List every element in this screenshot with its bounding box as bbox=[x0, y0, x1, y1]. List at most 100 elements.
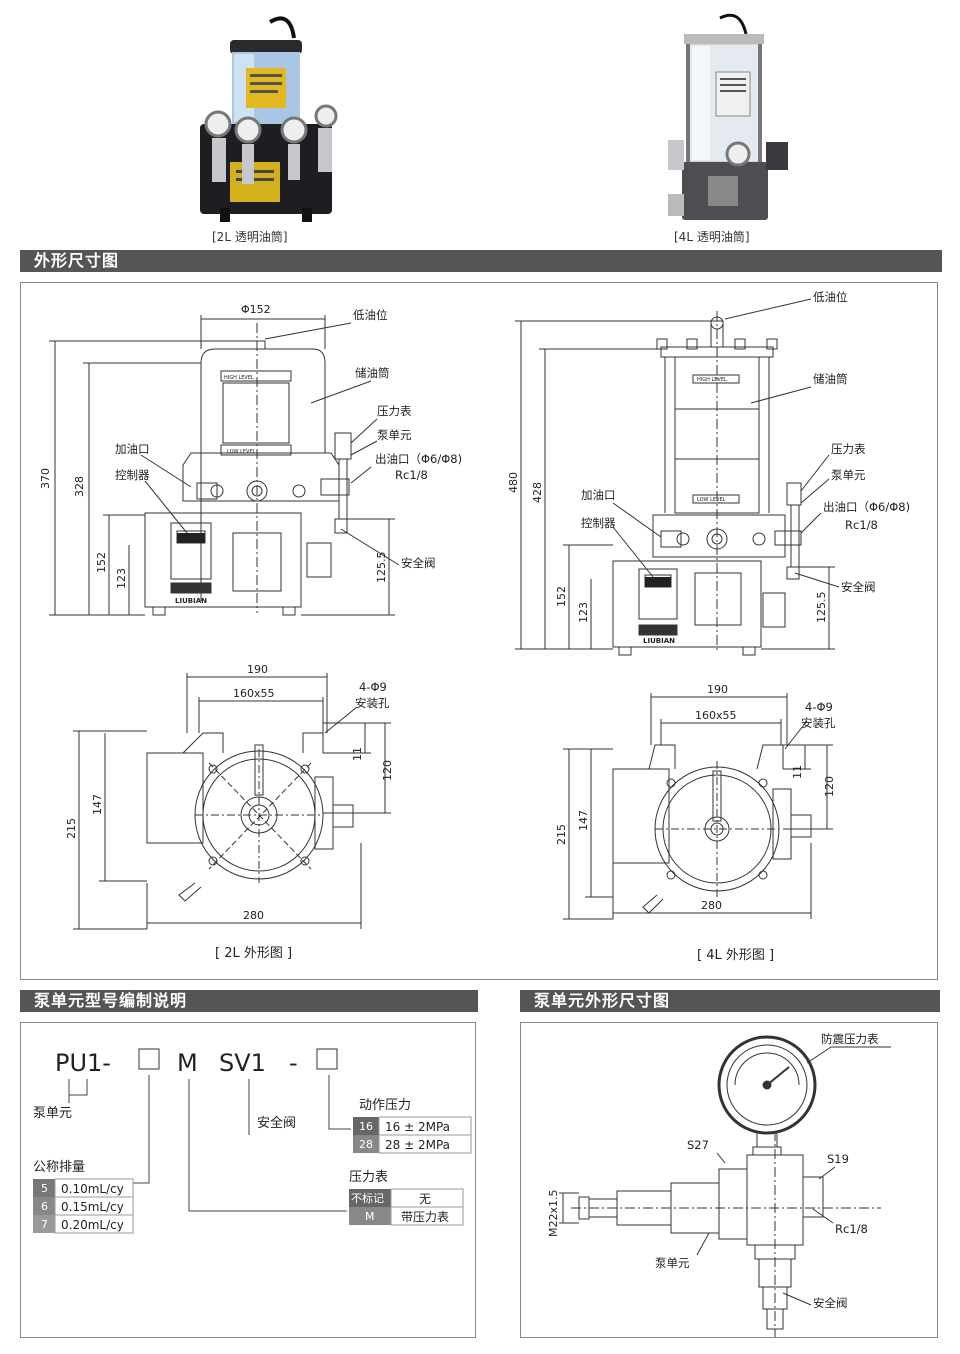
gauge-table-title: 压力表 bbox=[349, 1170, 388, 1185]
pump-2l-photo bbox=[190, 12, 340, 224]
2l-dim-h123: 123 bbox=[115, 568, 128, 589]
outline-drawing-frame: Φ152 低油位 储油筒 压力表 泵单元 加油口 出油口（Φ6/Φ8) Rc1/… bbox=[20, 282, 938, 980]
displacement-row-2-code: 6 bbox=[41, 1200, 48, 1213]
unit-outline-section-title: 泵单元外形尺寸图 bbox=[534, 991, 671, 1010]
model-code-section-header: 泵单元型号编制说明 bbox=[20, 990, 478, 1012]
4l-dim-w160: 160x55 bbox=[695, 709, 737, 722]
2l-label-mount-n: 4-Φ9 bbox=[359, 680, 387, 694]
displacement-table: 5 0.10mL/cy 6 0.15mL/cy 7 0.20mL/cy bbox=[33, 1178, 134, 1234]
2l-dim-d215: 215 bbox=[65, 818, 78, 839]
code-part-sv1: SV1 bbox=[219, 1049, 266, 1077]
unit-label-s19: S19 bbox=[827, 1152, 849, 1166]
4l-label-safety-valve: 安全阀 bbox=[841, 580, 876, 594]
4l-dim-h428: 428 bbox=[531, 482, 544, 503]
displacement-table-title: 公称排量 bbox=[33, 1160, 85, 1175]
4l-dim-h123: 123 bbox=[577, 602, 590, 623]
unit-label-pump-unit: 泵单元 bbox=[655, 1256, 690, 1270]
2l-label-pump-unit: 泵单元 bbox=[377, 428, 412, 442]
pump-4l-photo bbox=[662, 12, 792, 224]
2l-label-rc: Rc1/8 bbox=[395, 468, 428, 482]
2l-dim-w160: 160x55 bbox=[233, 687, 275, 700]
outline-drawings-svg: Φ152 低油位 储油筒 压力表 泵单元 加油口 出油口（Φ6/Φ8) Rc1/… bbox=[39, 290, 910, 963]
unit-outline-section-header: 泵单元外形尺寸图 bbox=[520, 990, 940, 1012]
displacement-row-2-value: 0.15mL/cy bbox=[61, 1200, 124, 1214]
displacement-row-3-code: 7 bbox=[41, 1218, 48, 1231]
4l-dim-h1255: 125.5 bbox=[815, 592, 828, 624]
4l-label-low-level: 低油位 bbox=[813, 290, 848, 304]
code-part-dash: - bbox=[289, 1049, 298, 1077]
gauge-row-1-code: 不标记 bbox=[351, 1191, 384, 1205]
pressure-row-2-value: 28 ± 2MPa bbox=[385, 1138, 450, 1152]
4l-label-mount-n: 4-Φ9 bbox=[805, 700, 833, 714]
4l-label-rc: Rc1/8 bbox=[845, 518, 878, 532]
4l-label-reservoir: 储油筒 bbox=[813, 372, 848, 386]
2l-label-fill-port: 加油口 bbox=[115, 442, 150, 456]
4l-dim-h480: 480 bbox=[507, 472, 520, 493]
4l-dim-d11: 11 bbox=[791, 765, 804, 779]
2l-dim-w190: 190 bbox=[247, 663, 268, 676]
displacement-row-3-value: 0.20mL/cy bbox=[61, 1218, 124, 1232]
pressure-row-1-code: 16 bbox=[359, 1120, 373, 1133]
2l-dim-w280: 280 bbox=[243, 909, 264, 922]
4l-label-fill-port: 加油口 bbox=[581, 488, 616, 502]
2l-label-gauge: 压力表 bbox=[377, 404, 412, 418]
2l-dim-d147: 147 bbox=[91, 794, 104, 815]
2l-dim-d11: 11 bbox=[351, 747, 364, 761]
4l-dim-d147: 147 bbox=[577, 810, 590, 831]
2l-label-safety-valve: 安全阀 bbox=[401, 556, 436, 570]
displacement-row-1-value: 0.10mL/cy bbox=[61, 1182, 124, 1196]
2l-drawing-caption: [ 2L 外形图 ] bbox=[215, 946, 292, 961]
4l-label-controller: 控制器 bbox=[581, 516, 616, 530]
2l-label-controller: 控制器 bbox=[115, 468, 150, 482]
outline-section-title: 外形尺寸图 bbox=[34, 251, 120, 270]
2l-label-mount-holes: 安装孔 bbox=[355, 696, 390, 710]
unit-label-gauge: 防震压力表 bbox=[821, 1032, 879, 1046]
code-label-safety-valve: 安全阀 bbox=[257, 1115, 296, 1131]
gauge-row-2-code: M bbox=[365, 1210, 375, 1223]
4l-label-mount-holes: 安装孔 bbox=[801, 716, 836, 730]
2l-dim-h370: 370 bbox=[39, 468, 52, 489]
pressure-row-2-code: 28 bbox=[359, 1138, 373, 1151]
code-part-pu1: PU1- bbox=[55, 1049, 111, 1077]
4l-dim-w190: 190 bbox=[707, 683, 728, 696]
unit-outline-frame: 防震压力表 S27 S19 M22x1.5 Rc1/8 泵单元 安全阀 bbox=[520, 1022, 938, 1338]
unit-dim-m22: M22x1.5 bbox=[547, 1190, 560, 1238]
unit-label-rc: Rc1/8 bbox=[835, 1222, 868, 1236]
photo-2l-caption: [2L 透明油筒] bbox=[212, 230, 288, 244]
unit-label-s27: S27 bbox=[687, 1138, 709, 1152]
unit-outline-svg: 防震压力表 S27 S19 M22x1.5 Rc1/8 泵单元 安全阀 bbox=[547, 1032, 891, 1337]
pressure-table-title: 动作压力 bbox=[359, 1098, 411, 1113]
2l-label-outlet: 出油口（Φ6/Φ8) bbox=[375, 452, 462, 466]
code-label-pump-unit: 泵单元 bbox=[33, 1106, 72, 1121]
gauge-row-2-value: 带压力表 bbox=[401, 1210, 449, 1224]
4l-label-outlet: 出油口（Φ6/Φ8) bbox=[823, 500, 910, 514]
gauge-row-1-value: 无 bbox=[419, 1192, 431, 1206]
model-code-svg: PU1- M SV1 - 泵单元 安全阀 动作压力 16 16 ± 2MPa 2… bbox=[33, 1048, 472, 1234]
4l-dim-h152: 152 bbox=[555, 586, 568, 607]
code-part-m: M bbox=[177, 1049, 198, 1077]
4l-dim-w280: 280 bbox=[701, 899, 722, 912]
4l-label-gauge: 压力表 bbox=[831, 442, 866, 456]
2l-brand: LIUBIAN bbox=[175, 597, 207, 605]
4l-label-pump-unit: 泵单元 bbox=[831, 468, 866, 482]
4l-brand: LIUBIAN bbox=[643, 637, 675, 645]
displacement-row-1-code: 5 bbox=[41, 1182, 48, 1195]
2l-tag-low-level: LOW LEVEL bbox=[227, 449, 256, 455]
gauge-table: 不标记 无 M 带压力表 bbox=[349, 1188, 464, 1226]
4l-dim-d215: 215 bbox=[555, 824, 568, 845]
2l-label-low-level: 低油位 bbox=[353, 308, 388, 322]
pressure-row-1-value: 16 ± 2MPa bbox=[385, 1120, 450, 1134]
4l-tag-high-level: HIGH LEVEL bbox=[697, 377, 727, 383]
2l-tag-high-level: HIGH LEVEL bbox=[224, 375, 254, 381]
2l-dim-h328: 328 bbox=[73, 476, 86, 497]
pressure-table: 16 16 ± 2MPa 28 28 ± 2MPa bbox=[353, 1116, 472, 1154]
2l-dim-h152: 152 bbox=[95, 552, 108, 573]
photo-4l-caption: [4L 透明油筒] bbox=[674, 230, 750, 244]
2l-label-reservoir: 储油筒 bbox=[355, 366, 390, 380]
4l-drawing-caption: [ 4L 外形图 ] bbox=[697, 948, 774, 963]
unit-label-safety-valve: 安全阀 bbox=[813, 1296, 848, 1310]
4l-tag-low-level: LOW LEVEL bbox=[697, 497, 726, 503]
2l-dim-h1255: 125.5 bbox=[375, 552, 388, 584]
2l-dim-phi: Φ152 bbox=[241, 303, 271, 316]
2l-dim-d120: 120 bbox=[381, 760, 394, 781]
